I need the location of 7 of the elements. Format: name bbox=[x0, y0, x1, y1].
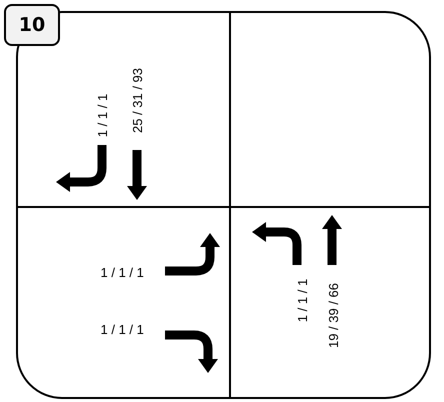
count-label: 1 / 1 / 1 bbox=[100, 266, 144, 278]
count-label: 1 / 1 / 1 bbox=[296, 278, 309, 322]
count-label: 25 / 31 / 93 bbox=[130, 67, 144, 133]
number-badge: 10 bbox=[4, 4, 60, 46]
count-label: 1 / 1 / 1 bbox=[100, 322, 144, 336]
count-label: 1 / 1 / 1 bbox=[96, 93, 109, 137]
count-label: 19 / 39 / 66 bbox=[326, 282, 340, 348]
